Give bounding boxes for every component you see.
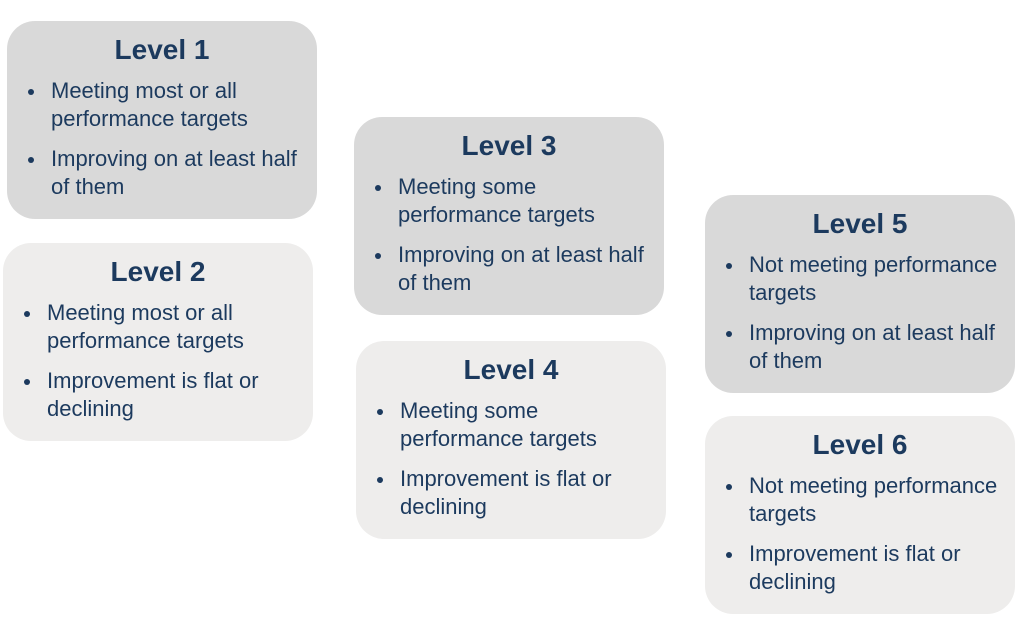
level-5-bullet: Not meeting performance targets (726, 251, 1001, 307)
level-2-bullet: Meeting most or all performance targets (24, 299, 299, 355)
level-4-bullet: Meeting some performance targets (377, 397, 652, 453)
level-2-card: Level 2 Meeting most or all performance … (3, 243, 313, 441)
level-1-card: Level 1 Meeting most or all performance … (7, 21, 317, 219)
level-1-bullet: Improving on at least half of them (28, 145, 303, 201)
level-6-bullet-list: Not meeting performance targets Improvem… (726, 472, 1001, 608)
level-3-bullet-list: Meeting some performance targets Improvi… (375, 173, 650, 309)
level-2-bullet-list: Meeting most or all performance targets … (24, 299, 299, 435)
level-5-bullet: Improving on at least half of them (726, 319, 1001, 375)
level-3-bullet: Meeting some performance targets (375, 173, 650, 229)
level-3-bullet: Improving on at least half of them (375, 241, 650, 297)
level-1-bullet: Meeting most or all performance targets (28, 77, 303, 133)
level-4-card: Level 4 Meeting some performance targets… (356, 341, 666, 539)
level-3-card: Level 3 Meeting some performance targets… (354, 117, 664, 315)
level-2-title: Level 2 (110, 256, 206, 287)
level-6-card: Level 6 Not meeting performance targets … (705, 416, 1015, 614)
level-6-title: Level 6 (812, 429, 908, 460)
level-1-bullet-list: Meeting most or all performance targets … (28, 77, 303, 213)
level-4-title: Level 4 (463, 354, 559, 385)
level-2-bullet: Improvement is flat or declining (24, 367, 299, 423)
level-4-bullet-list: Meeting some performance targets Improve… (377, 397, 652, 533)
level-3-title: Level 3 (461, 130, 557, 161)
level-5-card: Level 5 Not meeting performance targets … (705, 195, 1015, 393)
level-5-title: Level 5 (812, 208, 908, 239)
level-6-bullet: Improvement is flat or declining (726, 540, 1001, 596)
level-6-bullet: Not meeting performance targets (726, 472, 1001, 528)
level-5-bullet-list: Not meeting performance targets Improvin… (726, 251, 1001, 387)
level-4-bullet: Improvement is flat or declining (377, 465, 652, 521)
level-1-title: Level 1 (114, 34, 210, 65)
